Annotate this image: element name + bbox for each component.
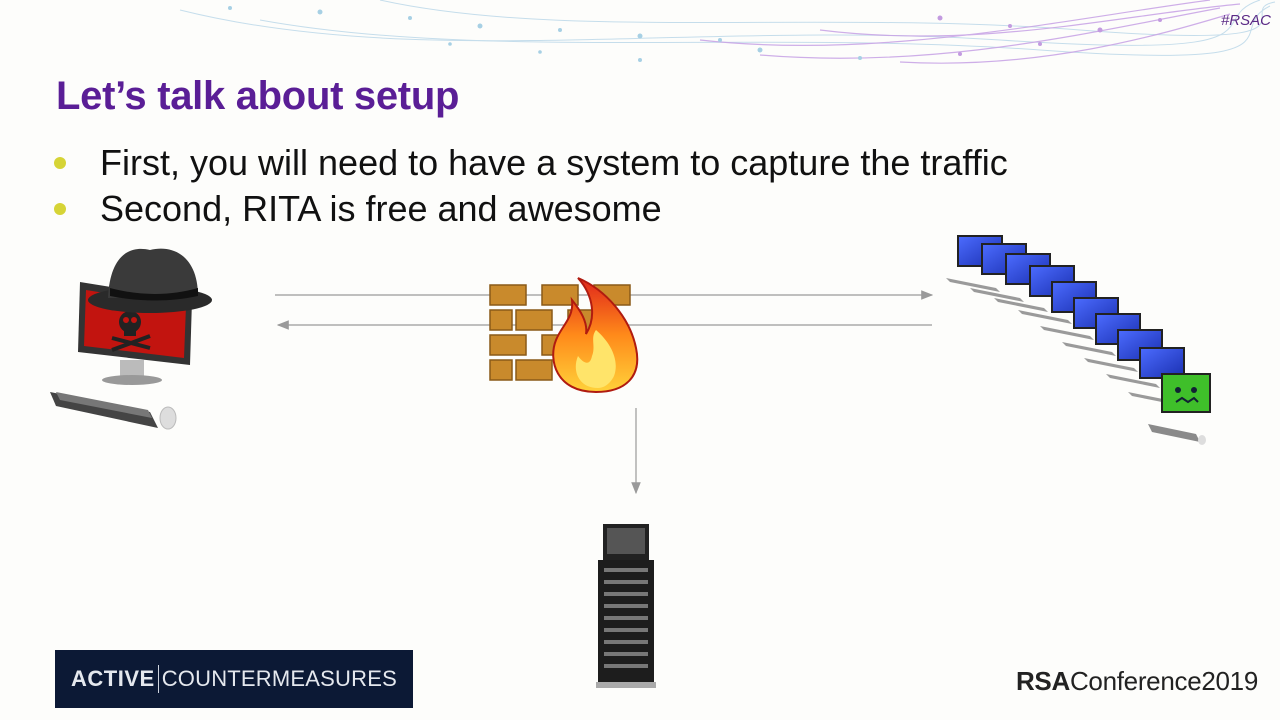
bullet-list: First, you will need to have a system to… xyxy=(52,140,1008,232)
hashtag: #RSAC xyxy=(1220,12,1271,29)
header-decoration xyxy=(179,0,1276,64)
logo-divider xyxy=(157,665,159,693)
bullet-dot-icon xyxy=(54,203,66,215)
rsa-conference-text: Conference2019 xyxy=(1069,666,1258,696)
logo-countermeasures-text: COUNTERMEASURES xyxy=(161,666,397,691)
hacker-computer-icon xyxy=(50,248,212,430)
firewall-icon xyxy=(489,277,639,394)
rsa-brand-text: RSA xyxy=(1015,666,1070,696)
bullet-item: First, you will need to have a system to… xyxy=(52,140,1008,186)
rsa-conference-logo: RSAConference2019 xyxy=(1016,666,1258,697)
server-tower-icon xyxy=(596,524,656,688)
bullet-item: Second, RITA is free and awesome xyxy=(52,186,1008,232)
active-countermeasures-logo: ACTIVE COUNTERMEASURES xyxy=(55,650,413,708)
bullet-text: First, you will need to have a system to… xyxy=(100,142,1008,183)
bullet-text: Second, RITA is free and awesome xyxy=(100,188,662,229)
slide-title: Let’s talk about setup xyxy=(56,74,460,118)
workstation-row-icon xyxy=(946,235,1211,445)
logo-active-text: ACTIVE xyxy=(71,666,155,691)
bullet-dot-icon xyxy=(54,157,66,169)
